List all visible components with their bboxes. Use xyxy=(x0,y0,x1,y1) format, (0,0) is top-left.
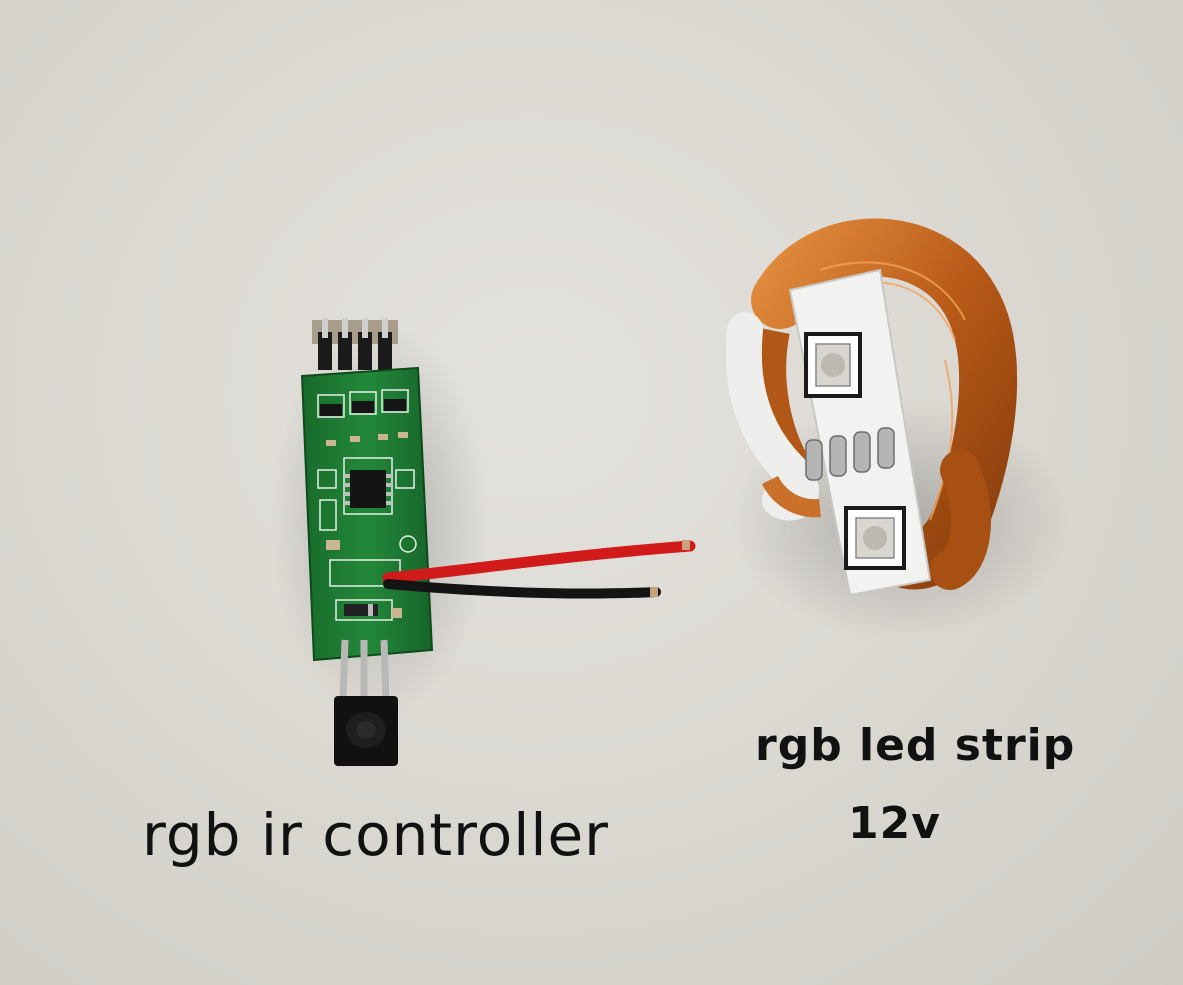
solder-pads xyxy=(805,427,895,481)
strip-label: rgb led strip xyxy=(755,720,1076,771)
ir-receiver-legs xyxy=(339,639,390,701)
rgb-led-strip xyxy=(725,218,1070,640)
ir-controller-board xyxy=(270,318,696,766)
ir-receiver xyxy=(334,696,398,766)
ic-chip xyxy=(344,470,392,508)
smd-transistors xyxy=(320,399,406,416)
smd-passives xyxy=(326,432,408,618)
voltage-label: 12v xyxy=(848,798,941,849)
led-chip xyxy=(844,506,906,570)
led-chip xyxy=(804,332,862,398)
header-pins xyxy=(312,318,398,370)
power-wires xyxy=(382,540,696,599)
controller-label: rgb ir controller xyxy=(142,801,609,869)
silkscreen xyxy=(317,389,417,621)
